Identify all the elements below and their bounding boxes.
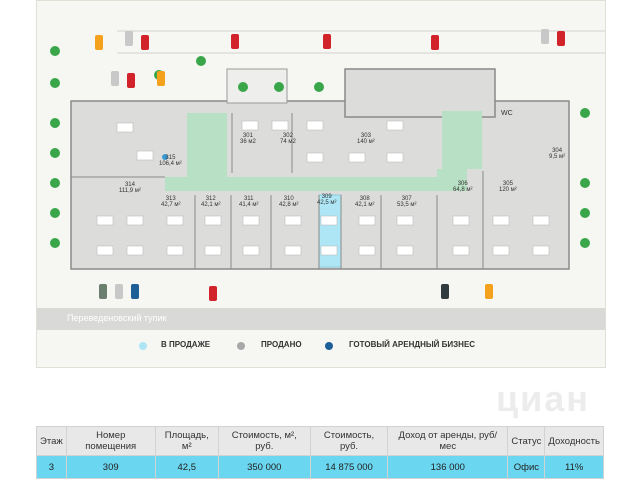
cell-area: 42,5 — [154, 455, 219, 479]
header-rental-income: Доход от аренды, руб/мес — [387, 426, 509, 456]
cell-unit-number: 309 — [65, 455, 156, 479]
watermark: циан — [495, 378, 590, 419]
table-row: 3 309 42,5 350 000 14 875 000 136 000 Оф… — [36, 455, 604, 479]
wc-label: WC — [501, 110, 513, 117]
header-price-per-sqm: Стоимость, м², руб. — [217, 426, 311, 456]
street: Переведеновский тупик — [37, 308, 605, 330]
corridor-stairs — [442, 111, 482, 169]
corridor — [165, 169, 467, 191]
cell-price-per-sqm: 350 000 — [217, 455, 311, 479]
header-status: Статус — [507, 426, 546, 456]
street-name: Переведеновский тупик — [67, 313, 167, 323]
cell-yield: 11% — [544, 455, 604, 479]
cell-status: Офис — [507, 455, 546, 479]
unit-info-table: Этаж Номер помещения Площадь, м² Стоимос… — [36, 426, 604, 479]
header-yield: Доходность — [544, 426, 604, 456]
table-header-row: Этаж Номер помещения Площадь, м² Стоимос… — [36, 426, 604, 456]
header-unit-number: Номер помещения — [65, 426, 156, 456]
header-price: Стоимость, руб. — [309, 426, 389, 456]
for-sale-swatch — [139, 342, 147, 350]
legend-rental-business: ГОТОВЫЙ АРЕНДНЫЙ БИЗНЕС — [349, 340, 476, 349]
corridor-branch — [187, 113, 227, 179]
rental-business-swatch — [325, 342, 333, 350]
header-area: Площадь, м² — [154, 426, 219, 456]
cell-price: 14 875 000 — [309, 455, 389, 479]
cell-rental-income: 136 000 — [387, 455, 509, 479]
sold-swatch — [237, 342, 245, 350]
floor-plan-drawing — [50, 29, 605, 301]
header-floor: Этаж — [36, 426, 67, 456]
cell-floor: 3 — [36, 455, 67, 479]
legend-for-sale: В ПРОДАЖЕ — [161, 340, 211, 349]
legend-sold: ПРОДАНО — [261, 340, 302, 349]
building-upper-block — [344, 68, 496, 118]
